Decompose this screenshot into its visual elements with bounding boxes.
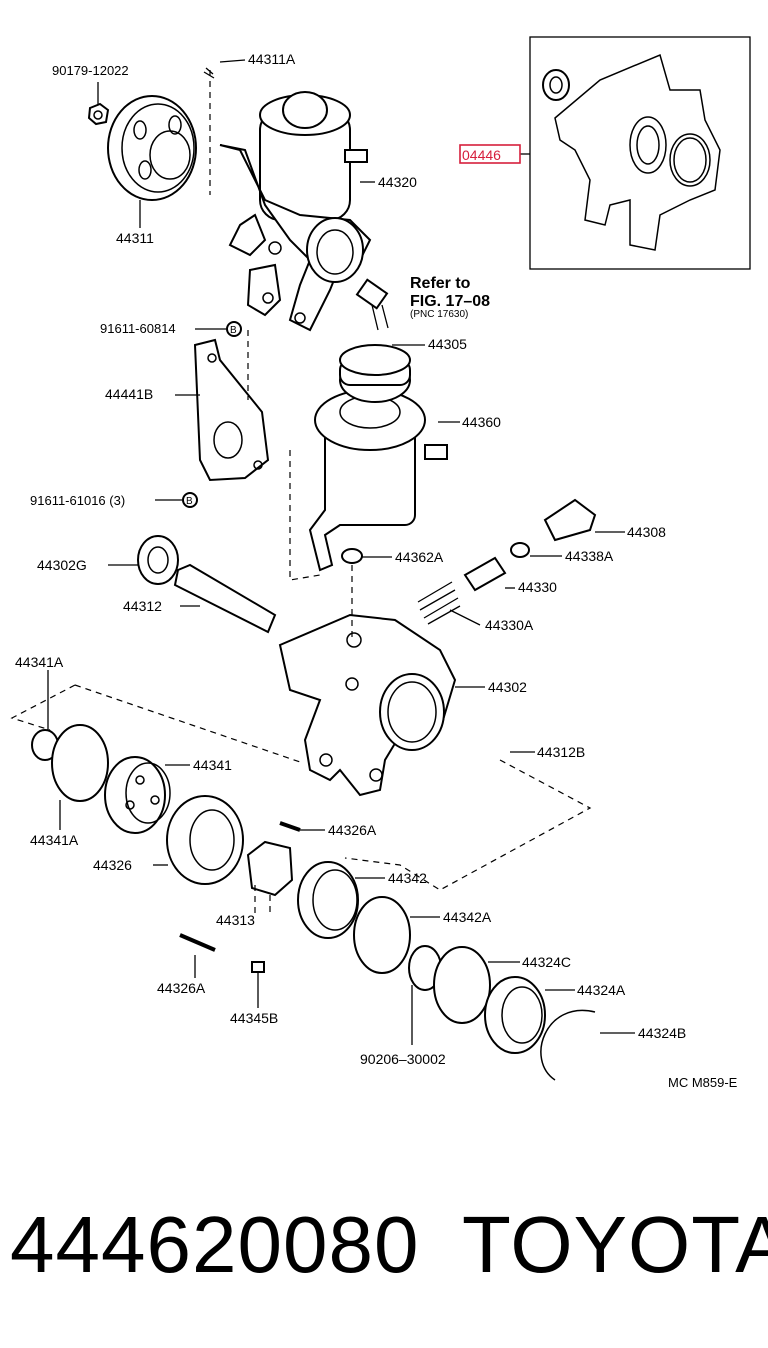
brand-caption: TOYOTA: [462, 1200, 768, 1289]
label-90179-12022: 90179-12022: [52, 63, 129, 78]
housing-44302: [278, 613, 457, 797]
vane-44326A-lower: [179, 933, 216, 952]
label-44311A: 44311A: [248, 51, 296, 67]
label-44362A: 44362A: [395, 549, 444, 565]
valve-44330: [463, 556, 507, 592]
label-44302: 44302: [488, 679, 527, 695]
part-number-caption: 444620080: [10, 1200, 420, 1289]
vane-44326A: [279, 821, 301, 832]
nut-90179: [87, 82, 110, 126]
label-44341A-bottom: 44341A: [30, 832, 79, 848]
label-44341A-top: 44341A: [15, 654, 64, 670]
cap-44305: [339, 344, 411, 403]
reservoir-44360: [308, 389, 448, 572]
label-44308: 44308: [627, 524, 666, 540]
label-44302G: 44302G: [37, 557, 87, 573]
label-44330: 44330: [518, 579, 557, 595]
label-44320: 44320: [378, 174, 417, 190]
oring-44324C: [433, 946, 491, 1024]
snap-ring-44324B: [540, 1009, 596, 1081]
label-44345B: 44345B: [230, 1010, 278, 1026]
rotor-44313: [246, 840, 294, 897]
label-44326: 44326: [93, 857, 132, 873]
label-91611-60814: 91611-60814: [100, 321, 176, 336]
leader-lines: [59, 59, 635, 1045]
oring-44342A: [353, 896, 411, 974]
label-44330A: 44330A: [485, 617, 534, 633]
pump-44320: [219, 91, 372, 332]
pin-44311A: [203, 67, 215, 79]
label-44338A: 44338A: [565, 548, 614, 564]
bolt-marks: B B: [182, 321, 242, 508]
assembly-line: [289, 450, 321, 581]
plate-44342: [297, 861, 359, 939]
assembly-line: [254, 885, 271, 915]
bearing-44302G: [137, 535, 179, 585]
highlight-box: [459, 144, 521, 164]
label-91611-61016: 91611-61016 (3): [30, 493, 125, 508]
oring-44338A: [510, 542, 530, 558]
plate-44341: [104, 756, 171, 834]
label-44326A-top: 44326A: [328, 822, 377, 838]
pulley-44311: [107, 95, 197, 201]
highlighted-part-code: 04446: [462, 147, 501, 163]
label-44312: 44312: [123, 598, 162, 614]
ring-44326: [166, 795, 244, 885]
svg-text:B: B: [230, 325, 237, 336]
svg-text:B: B: [186, 496, 193, 507]
label-44326A-bottom: 44326A: [157, 980, 206, 996]
oring-44341A-large: [51, 724, 109, 802]
refer-line1: Refer to: [410, 275, 471, 292]
part-labels: 90179-12022 44311A 44311 44320 Refer to …: [15, 51, 738, 1090]
bracket-44441B: [193, 338, 270, 482]
assembly-line: [344, 759, 592, 891]
label-44341: 44341: [193, 757, 232, 773]
label-44312B: 44312B: [537, 744, 585, 760]
cover-44324A: [484, 976, 546, 1054]
figure-code: MC M859-E: [668, 1075, 738, 1090]
assembly-line: [10, 684, 301, 763]
label-90206-30002: 90206–30002: [360, 1051, 446, 1067]
pressure-switch: [355, 278, 389, 331]
refer-line3: (PNC 17630): [410, 309, 468, 320]
label-44342: 44342: [388, 870, 427, 886]
label-44324C: 44324C: [522, 954, 571, 970]
label-44311: 44311: [116, 230, 154, 246]
label-44305: 44305: [428, 336, 467, 352]
label-44360: 44360: [462, 414, 501, 430]
label-44313: 44313: [216, 912, 255, 928]
refer-line2: FIG. 17–08: [410, 293, 490, 310]
gasket-kit-inset: [520, 36, 751, 270]
label-44441B: 44441B: [105, 386, 153, 402]
label-44324A: 44324A: [577, 982, 626, 998]
spring-44330A: [417, 581, 461, 625]
oring-44362A: [341, 548, 363, 564]
label-44324B: 44324B: [638, 1025, 686, 1041]
label-44342A: 44342A: [443, 909, 492, 925]
shaft-44312: [173, 563, 277, 634]
pin-44345B: [251, 961, 265, 973]
fitting-44308: [543, 498, 597, 542]
